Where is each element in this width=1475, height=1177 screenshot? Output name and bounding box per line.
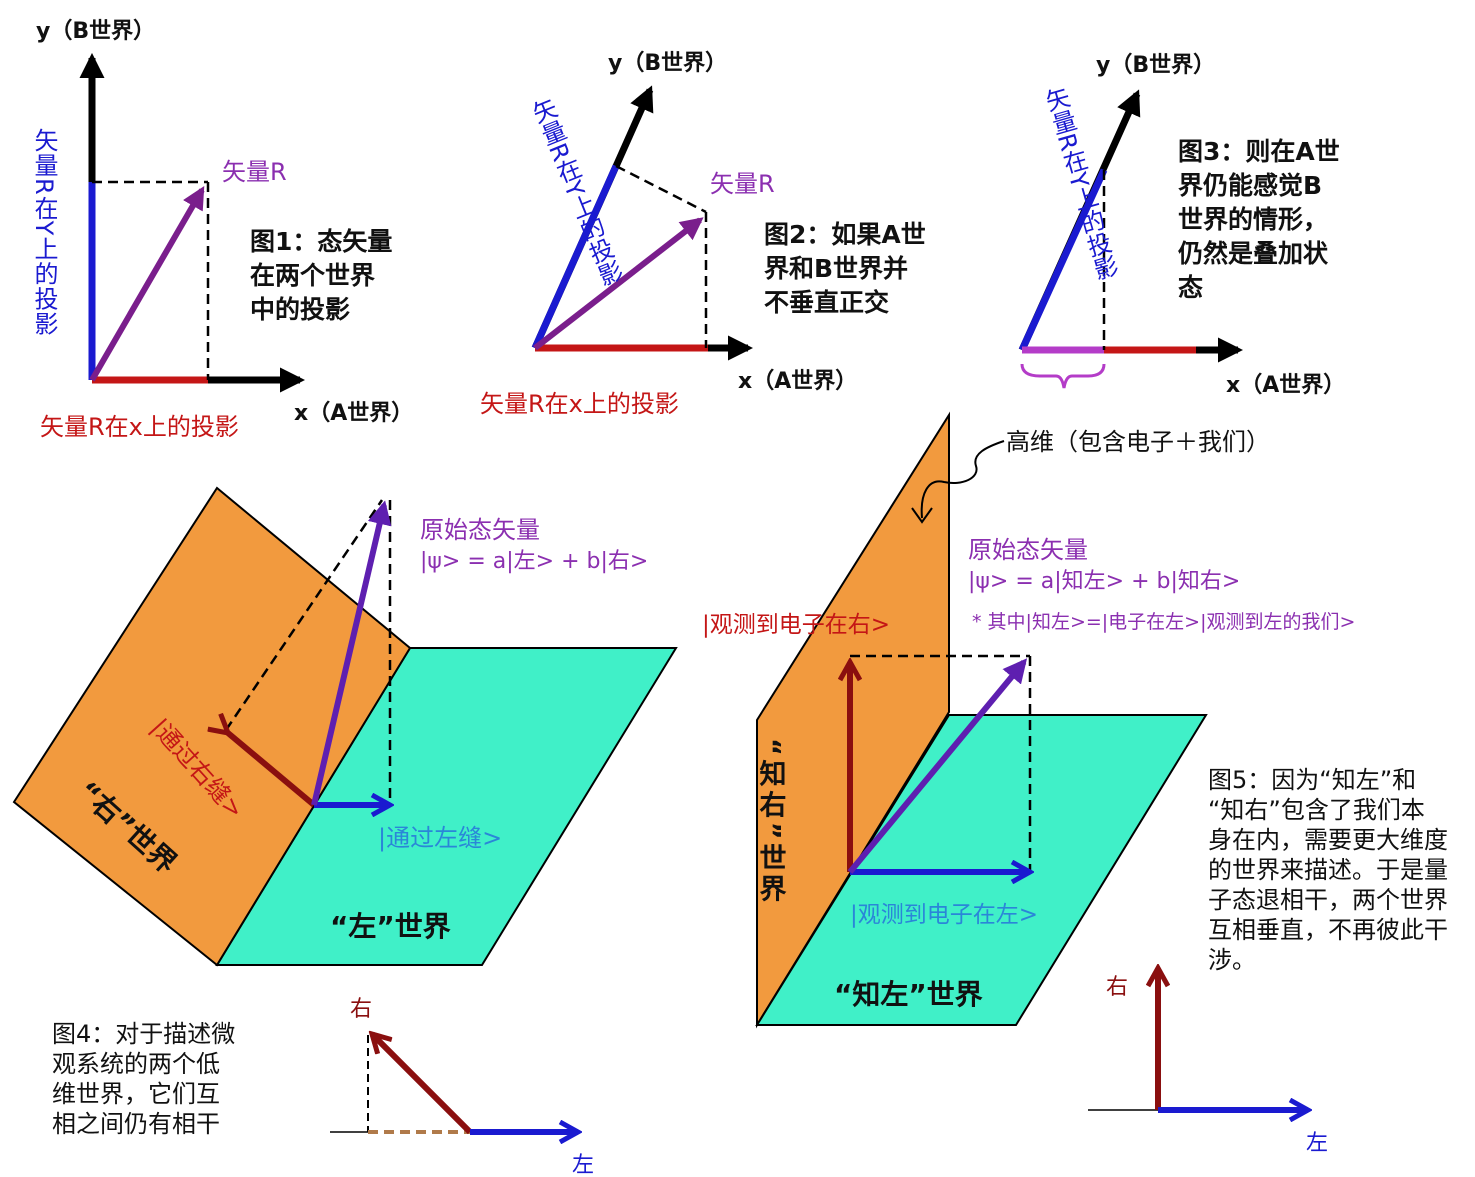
fig1-caption-line-2: 在两个世界 xyxy=(250,261,375,290)
fig5-caption-line-2: “知右”包含了我们本 xyxy=(1208,796,1425,824)
fig2-dash-to-y xyxy=(615,164,707,214)
fig5-know-left-world-label: “知左”世界 xyxy=(834,978,983,1011)
fig4-state-vector-arrow xyxy=(311,500,392,806)
fig4-caption-line-4: 相之间仍有相干 xyxy=(52,1110,220,1138)
fig4-mini-left-label: 左 xyxy=(572,1153,594,1177)
fig4-dash-diagonal xyxy=(224,499,384,731)
fig5-caption-line-3: 身在内，需要更大维度 xyxy=(1208,826,1448,854)
fig1-y-axis-label: y（B世界） xyxy=(36,19,155,44)
fig4-through-left-label: |通过左缝> xyxy=(378,824,502,852)
fig4-state-formula: |ψ> = a|左> + b|右> xyxy=(420,549,648,574)
fig3-caption-line-5: 态 xyxy=(1178,273,1203,302)
fig5-caption-line-6: 互相垂直，不再彼此干 xyxy=(1208,916,1448,944)
fig5-mini-right-label: 右 xyxy=(1106,975,1128,1000)
fig1-vector-arrow xyxy=(89,186,205,382)
figure-4: 原始态矢量 |ψ> = a|左> + b|右> |通过右缝> |通过左缝> “右… xyxy=(12,486,678,1177)
fig3-caption-line-2: 界仍能感觉B xyxy=(1178,171,1322,200)
fig5-caption-line-5: 子态退相干，两个世界 xyxy=(1208,886,1448,914)
fig4-left-world-label: “左”世界 xyxy=(330,910,451,943)
fig3-caption-line-4: 仍然是叠加状 xyxy=(1178,239,1329,268)
figure-5: 高维（包含电子＋我们） 原始态矢量 |ψ> = a|知左> + b|知右> * … xyxy=(702,411,1456,1156)
figure-3: y（B世界） x（A世界） 矢量R在Y上的投影 图3：则在A世 界仍能感觉B 世… xyxy=(1018,53,1348,398)
fig5-know-right-world-label: “知右”世界 xyxy=(755,738,787,906)
fig4-mini-right-label: 右 xyxy=(350,997,372,1022)
fig4-caption-line-2: 观系统的两个低 xyxy=(52,1050,220,1078)
fig2-caption-line-3: 不垂直正交 xyxy=(764,288,889,317)
fig4-caption: 图4：对于描述微 观系统的两个低 维世界，它们互 相之间仍有相干 xyxy=(52,1020,243,1138)
figure-2: y（B世界） x（A世界） 矢量R 矢量R在x上的投影 矢量R在Y上的投影 图2… xyxy=(480,51,934,418)
fig5-observed-left-label: |观测到电子在左> xyxy=(850,902,1038,928)
fig5-curved-pointer-head xyxy=(911,507,933,524)
fig5-caption: 图5：因为“知左”和 “知右”包含了我们本 身在内，需要更大维度 的世界来描述。… xyxy=(1208,766,1456,974)
fig5-state-vector-arrow xyxy=(847,658,1028,874)
fig4-state-title: 原始态矢量 xyxy=(420,516,540,544)
fig5-curved-pointer xyxy=(920,440,1005,519)
fig5-caption-line-1: 图5：因为“知左”和 xyxy=(1208,766,1416,794)
fig2-vector-label: 矢量R xyxy=(710,170,775,198)
fig4-mini-right-arrow xyxy=(372,1034,473,1135)
fig1-caption-line-1: 图1：态矢量 xyxy=(250,227,392,256)
fig3-brace xyxy=(1020,363,1106,389)
fig3-x-axis-label: x（A世界） xyxy=(1226,373,1345,398)
fig4-mini-diagram: 右 左 xyxy=(330,997,594,1177)
fig3-caption-line-1: 图3：则在A世 xyxy=(1178,137,1340,166)
fig2-caption: 图2：如果A世 界和B世界并 不垂直正交 xyxy=(764,220,934,317)
fig3-y-axis-label: y（B世界） xyxy=(1096,53,1215,78)
fig3-y-projection-line xyxy=(1018,168,1108,352)
fig5-mini-diagram: 右 左 xyxy=(1088,968,1328,1156)
fig2-y-projection-line xyxy=(531,164,620,350)
fig5-high-dim-label: 高维（包含电子＋我们） xyxy=(1006,428,1270,456)
fig5-caption-line-7: 涉。 xyxy=(1208,946,1256,974)
fig2-y-axis-label: y（B世界） xyxy=(608,51,727,76)
fig5-observed-right-label: |观测到电子在右> xyxy=(702,612,890,638)
fig1-y-projection-label: 矢量R在Y上的投影 xyxy=(30,128,58,336)
fig2-x-axis-label: x（A世界） xyxy=(738,369,857,394)
fig4-caption-line-3: 维世界，它们互 xyxy=(52,1080,220,1108)
fig3-y-projection-label: 矢量R在Y上的投影 xyxy=(1039,84,1121,283)
figure-1: y（B世界） x（A世界） 矢量R 矢量R在x上的投影 矢量R在Y上的投影 图1… xyxy=(30,19,413,441)
fig1-x-projection-label: 矢量R在x上的投影 xyxy=(40,413,239,441)
fig3-caption: 图3：则在A世 界仍能感觉B 世界的情形， 仍然是叠加状 态 xyxy=(1178,137,1348,302)
fig5-note: * 其中|知左>=|电子在左>|观测到左的我们> xyxy=(972,611,1355,633)
fig2-caption-line-2: 界和B世界并 xyxy=(764,254,908,283)
fig2-vector-arrow xyxy=(533,217,704,351)
fig5-mini-left-label: 左 xyxy=(1306,1131,1328,1156)
fig5-state-formula: |ψ> = a|知左> + b|知右> xyxy=(968,569,1240,594)
fig1-caption: 图1：态矢量 在两个世界 中的投影 xyxy=(250,227,401,324)
fig4-right-slit-arrow xyxy=(228,733,316,808)
fig1-vector-label: 矢量R xyxy=(222,158,287,186)
fig1-x-axis-label: x（A世界） xyxy=(294,401,413,426)
fig4-caption-line-1: 图4：对于描述微 xyxy=(52,1020,235,1048)
fig3-caption-line-3: 世界的情形， xyxy=(1178,205,1328,234)
fig2-caption-line-1: 图2：如果A世 xyxy=(764,220,926,249)
fig5-caption-line-4: 的世界来描述。于是量 xyxy=(1208,856,1448,884)
fig2-x-projection-label: 矢量R在x上的投影 xyxy=(480,390,679,418)
fig1-caption-line-3: 中的投影 xyxy=(250,295,350,324)
fig5-state-title: 原始态矢量 xyxy=(968,536,1088,564)
